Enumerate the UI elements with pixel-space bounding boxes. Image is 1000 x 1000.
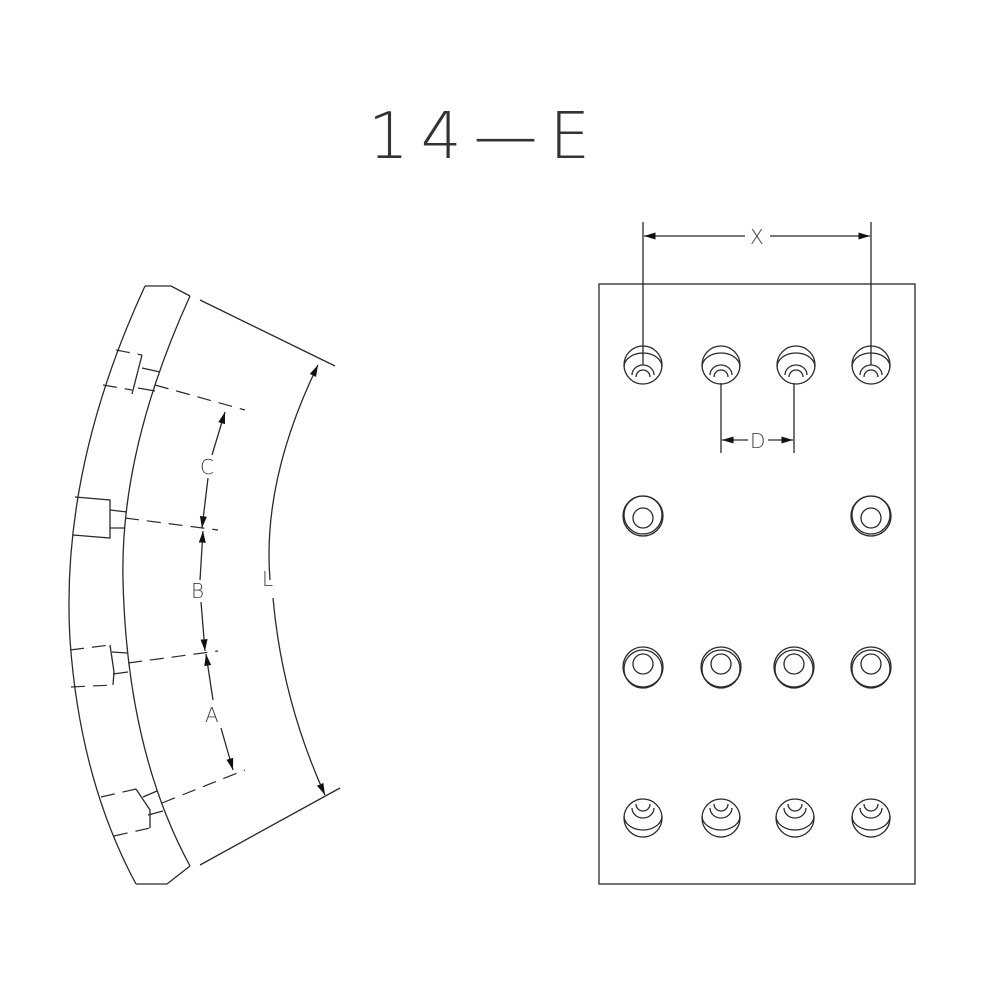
rivet-hole <box>851 345 891 385</box>
rivet-hole <box>623 798 663 838</box>
rivet-side-2 <box>72 496 219 539</box>
rivet-hole <box>776 345 816 385</box>
rivet-hole <box>701 345 741 385</box>
plate-outline <box>598 283 916 885</box>
c-dimension-top <box>211 411 226 456</box>
rivet-hole <box>701 798 741 838</box>
dimension-label-c: C <box>200 455 214 479</box>
rivet-hole <box>850 646 892 689</box>
l-extension-top <box>199 299 336 367</box>
l-extension-bottom <box>199 787 341 866</box>
a-dimension-top <box>204 653 214 701</box>
rivet-hole <box>850 495 892 537</box>
shoe-top-end <box>145 285 191 297</box>
plan-view: X D <box>598 222 916 885</box>
rivet-hole <box>773 646 815 689</box>
rivet-hole <box>622 495 664 537</box>
dimension-label-x: X <box>750 225 764 249</box>
rivet-hole <box>700 646 742 689</box>
rivet-side-4 <box>100 769 246 837</box>
rivet-hole <box>622 646 664 689</box>
rivet-side-1 <box>102 349 246 411</box>
dimension-label-l: L <box>262 567 273 591</box>
b-dimension-top <box>198 530 206 581</box>
shoe-inner-arc <box>122 295 191 867</box>
rivet-side-3 <box>69 644 219 688</box>
drawing-title: 14—E <box>368 100 602 174</box>
dimension-label-b: B <box>191 579 204 603</box>
l-dimension-arc-top <box>268 364 319 581</box>
rivet-hole <box>775 798 815 838</box>
rivet-hole <box>623 345 663 385</box>
l-dimension-arc-bottom <box>272 597 326 796</box>
dimension-label-d: D <box>750 429 765 453</box>
rivet-hole <box>851 798 891 838</box>
shoe-bottom-end <box>136 865 191 885</box>
b-dimension-bottom <box>200 601 208 652</box>
hole-row-3 <box>622 646 892 689</box>
hole-row-4 <box>623 798 891 838</box>
shoe-outer-arc <box>68 285 146 885</box>
dimension-label-a: A <box>205 703 219 727</box>
hole-row-2 <box>622 495 892 537</box>
c-dimension-bottom <box>199 477 209 529</box>
a-dimension-bottom <box>220 727 234 771</box>
hole-row-1 <box>623 345 891 385</box>
side-view: L C B A <box>68 285 341 885</box>
